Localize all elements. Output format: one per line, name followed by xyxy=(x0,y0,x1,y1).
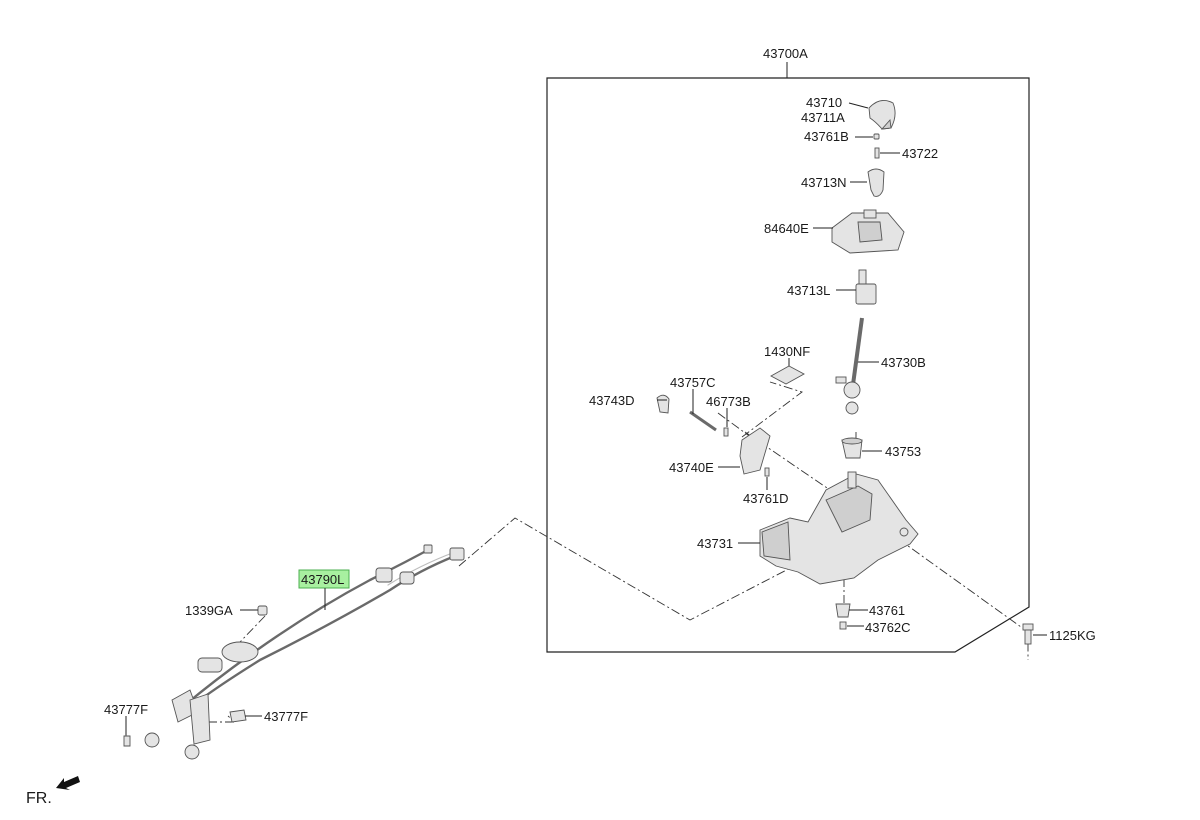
lever-part xyxy=(835,317,864,415)
label-nf-part xyxy=(770,365,805,385)
callout-clip-f-right[interactable]: 43777F xyxy=(264,709,308,724)
assembly-lines xyxy=(125,381,1029,740)
callout-lock[interactable]: 43713L xyxy=(787,283,830,298)
clip-f-left-part xyxy=(123,735,131,747)
housing-part xyxy=(759,471,919,585)
cable-highlight-box xyxy=(298,569,350,589)
callout-label-nf[interactable]: 1430NF xyxy=(764,344,810,359)
boot-part xyxy=(831,209,905,254)
callout-grommet[interactable]: 43761 xyxy=(869,603,905,618)
callout-nut[interactable]: 1339GA xyxy=(185,603,233,618)
pin-46773-part xyxy=(723,427,729,437)
callout-cable[interactable]: 43790L xyxy=(301,572,344,587)
grommet-part xyxy=(835,603,851,618)
bracket-part xyxy=(739,427,771,475)
callout-housing[interactable]: 43731 xyxy=(697,536,733,551)
callout-clip-f-left[interactable]: 43777F xyxy=(104,702,148,717)
washer-part xyxy=(839,621,847,630)
sleeve-part xyxy=(867,168,885,197)
front-label: FR. xyxy=(26,790,52,807)
lock-part xyxy=(855,269,877,305)
cable-assembly-part xyxy=(144,544,465,760)
callout-knob-alt[interactable]: 43711A xyxy=(801,110,845,125)
pin-b-part xyxy=(873,133,880,140)
callout-spring[interactable]: 43722 xyxy=(902,146,938,161)
knob-part xyxy=(868,99,896,130)
callout-bushing[interactable]: 43753 xyxy=(885,444,921,459)
bolt-part xyxy=(1022,623,1034,645)
callout-sleeve[interactable]: 43713N xyxy=(801,175,847,190)
callout-bracket[interactable]: 43740E xyxy=(669,460,714,475)
callout-bolt[interactable]: 1125KG xyxy=(1049,628,1096,643)
callout-lever[interactable]: 43730B xyxy=(881,355,926,370)
bushing-part xyxy=(841,437,863,459)
callout-clip-d[interactable]: 43743D xyxy=(589,393,635,408)
assembly-frame: 43700A xyxy=(546,46,1030,653)
callout-pivot-c[interactable]: 43757C xyxy=(670,375,716,390)
pin-d-part xyxy=(764,467,770,477)
callout-pin-d[interactable]: 43761D xyxy=(743,491,789,506)
pivot-c-part xyxy=(689,410,717,432)
callout-washer[interactable]: 43762C xyxy=(865,620,911,635)
callout-knob[interactable]: 43710 xyxy=(806,95,842,110)
clip-f-right-part xyxy=(229,709,247,723)
callout-assembly[interactable]: 43700A xyxy=(763,46,808,61)
callout-pin-46773[interactable]: 46773B xyxy=(706,394,751,409)
callout-pin-b[interactable]: 43761B xyxy=(804,129,849,144)
spring-part xyxy=(874,147,880,159)
clip-d-part xyxy=(656,394,670,414)
front-arrow-icon xyxy=(56,776,80,790)
callout-boot[interactable]: 84640E xyxy=(764,221,809,236)
